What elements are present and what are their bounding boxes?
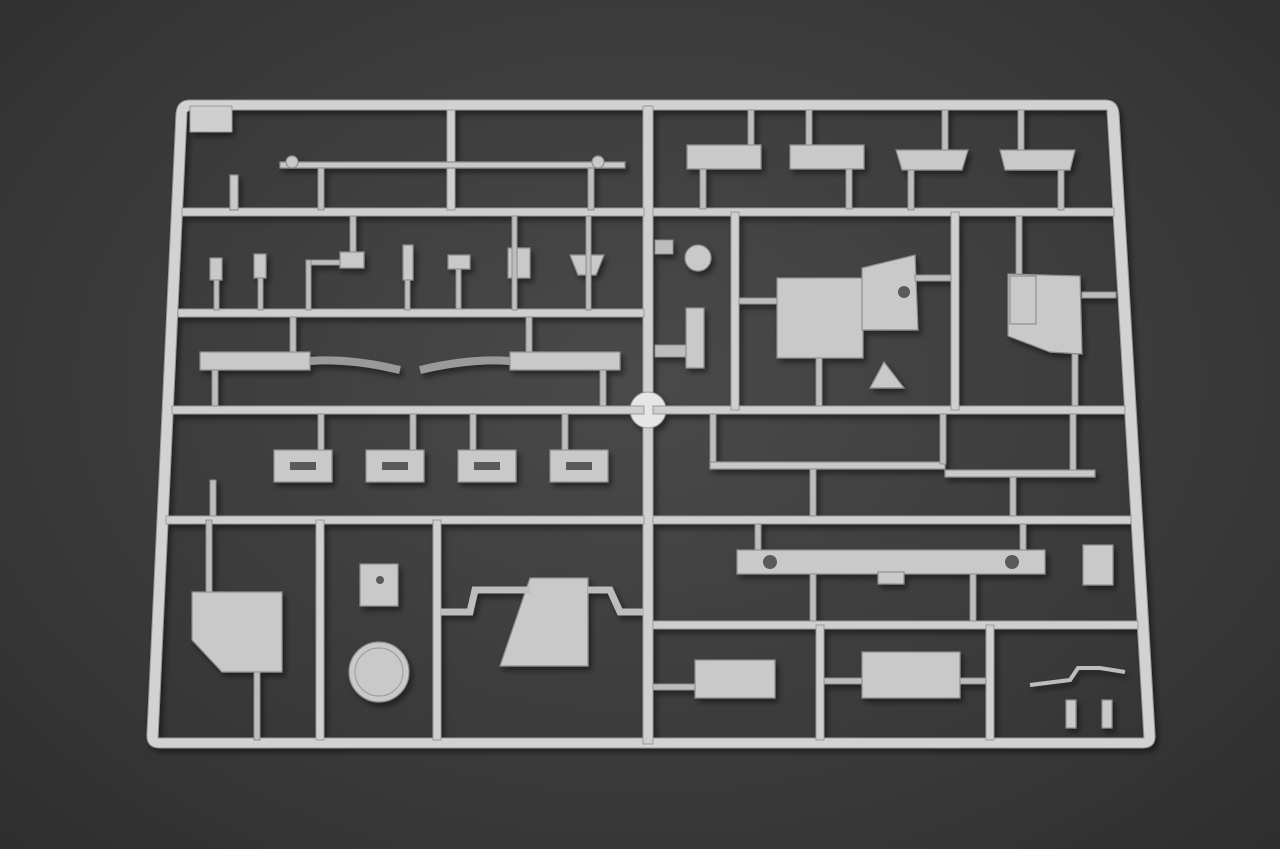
runner xyxy=(181,207,645,217)
runner xyxy=(985,624,995,741)
runner xyxy=(652,405,1126,415)
runner xyxy=(815,624,825,741)
gate xyxy=(317,167,325,211)
part-beam xyxy=(736,523,1114,622)
part-wire-fitting xyxy=(1029,666,1126,729)
runner xyxy=(652,207,1115,217)
gate xyxy=(587,167,595,211)
part-housing xyxy=(694,659,776,699)
runner xyxy=(315,519,325,741)
part-side-panel xyxy=(1007,215,1117,407)
part-box xyxy=(861,651,961,699)
gate xyxy=(654,344,687,358)
part-small-fittings xyxy=(209,215,605,311)
part-rod-end xyxy=(285,155,299,169)
part-rod-end xyxy=(591,155,605,169)
runner xyxy=(652,515,1132,525)
gate xyxy=(654,239,674,255)
part-rod xyxy=(279,161,626,169)
part-mount xyxy=(441,577,643,667)
part-armor-plate xyxy=(191,519,283,741)
runner xyxy=(950,211,960,411)
part-bracket-row xyxy=(209,413,609,517)
part-disc xyxy=(348,641,410,703)
runner xyxy=(730,211,740,411)
part-rail xyxy=(709,413,1096,517)
part-ball xyxy=(684,244,712,272)
sprue-tag xyxy=(189,105,233,133)
runner xyxy=(446,109,456,211)
gate xyxy=(823,677,863,685)
runner xyxy=(652,620,1139,630)
part-axle-rods xyxy=(199,316,621,407)
runner xyxy=(171,405,645,415)
part-cube xyxy=(359,563,399,607)
part-block-row xyxy=(686,109,1076,211)
part-hull-panel xyxy=(738,254,952,407)
gate xyxy=(652,683,696,691)
gate xyxy=(959,677,987,685)
runner xyxy=(177,308,645,318)
runner xyxy=(432,519,442,741)
part-pin xyxy=(229,174,239,211)
part-bracket xyxy=(685,307,705,369)
runner xyxy=(165,515,645,525)
